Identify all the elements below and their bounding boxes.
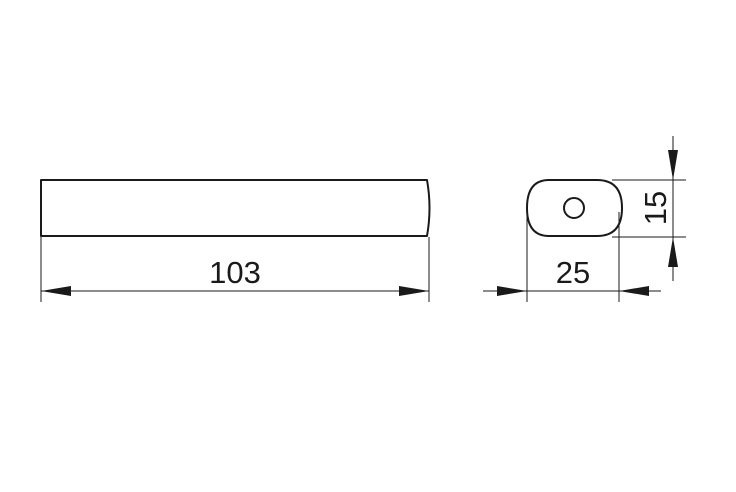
width-arrow-right — [619, 286, 649, 296]
height-arrow-bottom — [668, 237, 678, 267]
bar-side-outline — [40, 179, 431, 237]
length-arrow-left — [41, 286, 71, 296]
width-dimension-label: 25 — [556, 255, 590, 290]
center-hole — [563, 197, 585, 219]
end-view: 25 15 — [483, 136, 686, 302]
height-dimension-label: 15 — [638, 191, 673, 225]
length-dimension-label: 103 — [209, 255, 261, 290]
length-arrow-right — [399, 286, 429, 296]
width-arrow-left — [497, 286, 527, 296]
side-view: 103 — [40, 179, 431, 302]
height-arrow-top — [668, 150, 678, 180]
